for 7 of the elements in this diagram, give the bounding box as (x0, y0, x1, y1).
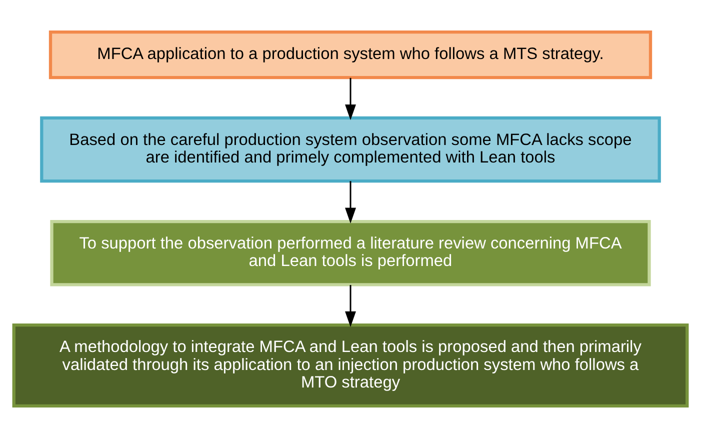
arrow (345, 181, 356, 224)
arrow (345, 78, 356, 120)
node-box: To support the observation performed a literature review concerning MFCA and Lean tools is performed (50, 220, 651, 286)
arrow (345, 284, 356, 328)
node-box: Based on the careful production system observation some MFCA lacks scope are identified and primely complemented with Lean tools (40, 116, 661, 183)
node-box: A methodology to integrate MFCA and Lean tools is proposed and then primarily validated through its application to an injection production system who follows a MTO strategy (12, 324, 689, 408)
node-box: MFCA application to a production system who follows a MTS strategy. (48, 30, 652, 80)
